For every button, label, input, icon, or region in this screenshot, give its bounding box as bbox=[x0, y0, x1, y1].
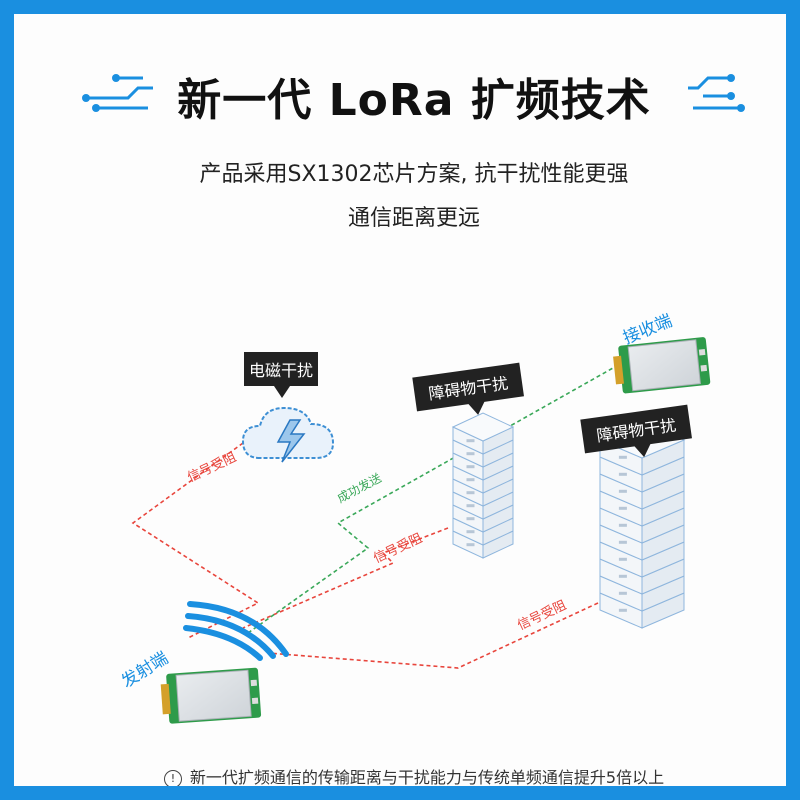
cloud-icon bbox=[241, 406, 335, 463]
obstacle-1-server-top bbox=[451, 412, 515, 442]
page-title: 新一代 LoRa 扩频技术 bbox=[177, 75, 651, 126]
wireless-signal-icon bbox=[183, 601, 289, 661]
obstacle-2-server-unit bbox=[599, 592, 685, 629]
obstacle-2-server-unit bbox=[599, 575, 685, 612]
callout-obstacle-2: 障碍物干扰 bbox=[580, 404, 692, 458]
subtitle-line-1: 产品采用SX1302芯片方案, 抗干扰性能更强 bbox=[199, 162, 629, 187]
info-icon: ! bbox=[163, 770, 182, 786]
transmitter-module-icon bbox=[160, 667, 262, 724]
footnote: ! 新一代扩频通信的传输距离与干扰能力与传统单频通信提升5倍以上 bbox=[28, 764, 786, 787]
footnote-text: 新一代扩频通信的传输距离与干扰能力与传统单频通信提升5倍以上 bbox=[189, 768, 665, 787]
blocked-label-3: 信号受阻 bbox=[515, 598, 568, 634]
success-label: 成功发送 bbox=[334, 470, 383, 506]
callout-obstacle-1: 障碍物干扰 bbox=[412, 362, 524, 415]
subtitle-line-2: 通信距离更远 bbox=[347, 206, 480, 231]
receiver-module-icon bbox=[613, 337, 711, 394]
content-area: 新一代 LoRa 扩频技术 产品采用SX1302芯片方案, 抗干扰性能更强 通信… bbox=[28, 28, 786, 787]
callout-em-interference-label: 电磁干扰 bbox=[249, 361, 313, 380]
blocked-label-2: 信号受阻 bbox=[371, 531, 424, 567]
callout-em-interference: 电磁干扰 bbox=[244, 352, 318, 398]
title-circuit-decoration bbox=[82, 74, 745, 112]
blocked-path-obstacle-2 bbox=[267, 602, 599, 669]
signal-diagram: 电磁干扰 障碍物干扰 障碍物干扰 接收端 发射端 成功发送 信号受阻 信号受阻 … bbox=[118, 311, 711, 724]
blocked-label-1: 信号受阻 bbox=[185, 450, 238, 486]
obstacle-server-stack-1 bbox=[451, 412, 515, 559]
